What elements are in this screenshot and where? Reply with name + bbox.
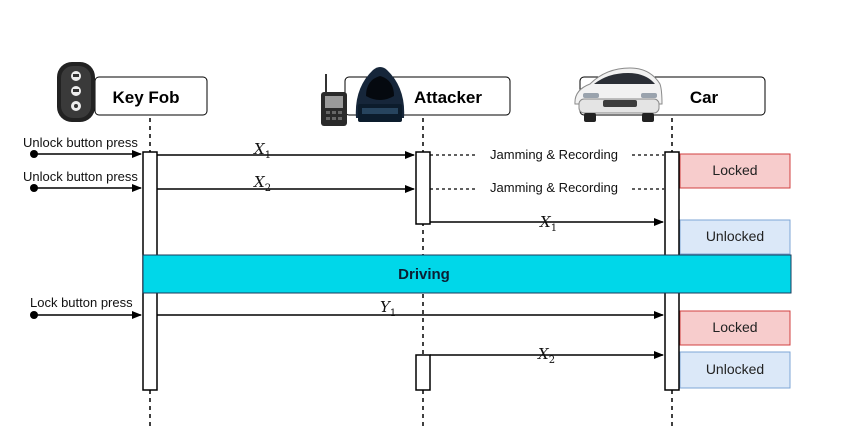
key-fob-label: Key Fob: [112, 88, 179, 107]
unlock-press-2: Unlock button press: [23, 169, 142, 192]
key-fob-actor: Key Fob: [57, 62, 208, 122]
jamming-recording-1-label: Jamming & Recording: [490, 147, 618, 162]
unlock-press-1-label: Unlock button press: [23, 135, 138, 150]
message-y1: Y1: [157, 298, 664, 319]
message-x2-replay: X2: [430, 345, 664, 366]
message-y1-label: Y1: [380, 298, 396, 319]
message-x1: X1: [157, 140, 415, 161]
jamming-recording-2-label: Jamming & Recording: [490, 180, 618, 195]
lock-press-label: Lock button press: [30, 295, 133, 310]
message-x1-replay-label: X1: [539, 213, 557, 234]
driving-label: Driving: [398, 266, 450, 283]
jamming-recording-2: Jamming & Recording: [430, 180, 664, 195]
unlock-press-2-label: Unlock button press: [23, 169, 138, 184]
message-x1-label: X1: [253, 140, 271, 161]
state-locked-1-label: Locked: [712, 162, 757, 178]
walkie-talkie-icon: [321, 74, 347, 126]
car-actor: Car: [574, 67, 766, 122]
state-unlocked-1: Unlocked: [679, 219, 791, 255]
unlock-press-1: Unlock button press: [23, 135, 142, 158]
state-locked-1: Locked: [679, 153, 791, 189]
car-label: Car: [690, 88, 719, 107]
state-unlocked-1-label: Unlocked: [706, 228, 764, 244]
state-unlocked-2: Unlocked: [679, 351, 791, 389]
jamming-recording-1: Jamming & Recording: [430, 147, 664, 162]
attacker-activation-2: [415, 354, 431, 391]
state-unlocked-2-label: Unlocked: [706, 361, 764, 377]
attacker-actor: Attacker: [321, 67, 511, 126]
message-x1-replay: X1: [430, 213, 664, 234]
message-x2-replay-label: X2: [537, 345, 555, 366]
attacker-activation-1: [415, 151, 431, 225]
lock-press: Lock button press: [30, 295, 142, 319]
car-key-fob-icon: [57, 62, 95, 122]
driving-band: Driving: [142, 254, 792, 294]
attacker-label: Attacker: [414, 88, 482, 107]
white-car-icon: [574, 67, 663, 122]
hooded-hacker-with-radio-icon: [355, 67, 405, 122]
state-locked-2-label: Locked: [712, 319, 757, 335]
message-x2: X2: [157, 173, 415, 194]
message-x2-label: X2: [253, 173, 271, 194]
state-locked-2: Locked: [679, 310, 791, 346]
